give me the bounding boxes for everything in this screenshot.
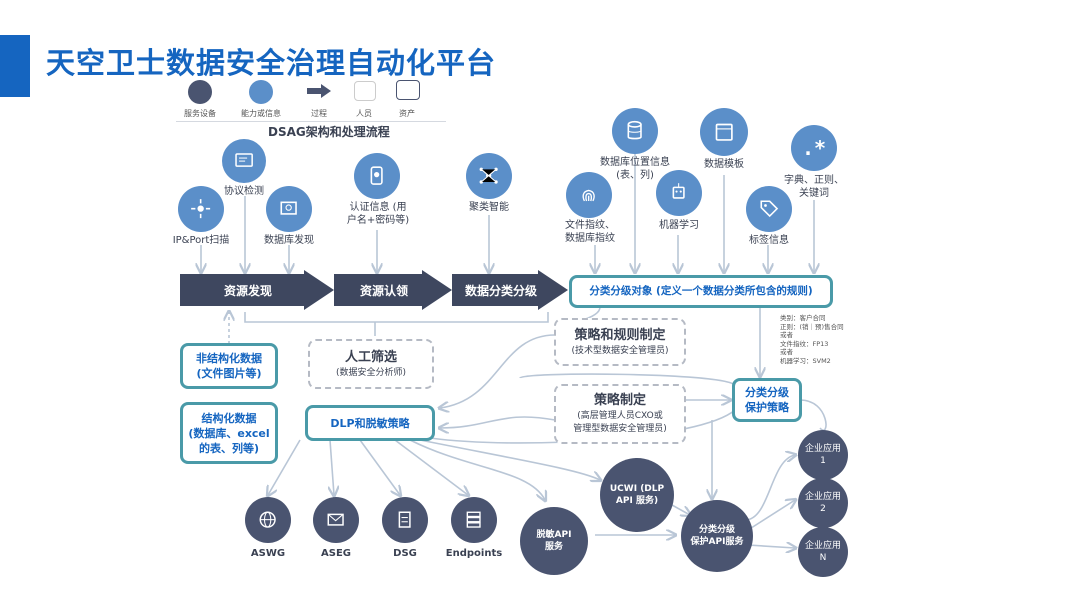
unstructured-data-box: 非结构化数据 (文件图片等) [180, 343, 278, 389]
clustering-label: 聚类智能 [469, 202, 509, 213]
aswg-globe-icon [245, 497, 291, 543]
title-accent-bar [0, 35, 30, 97]
structured-line-1: 结构化数据 [201, 411, 257, 425]
legend-divider [176, 121, 446, 122]
endpoints-label: Endpoints [445, 548, 503, 559]
machine-learning-label: 机器学习 [659, 220, 699, 231]
dictionary-label-2: 关键词 [799, 188, 829, 199]
db-location-label-2: (表、列) [616, 170, 654, 181]
manual-filter-subtitle: (数据安全分析师) [335, 367, 407, 378]
protocol-detect-label: 协议检测 [224, 186, 264, 197]
app-1-line-1: 企业应用 [804, 444, 841, 454]
dictionary-label-1: 字典、正则、 [784, 175, 844, 186]
resource-discovery-step: 资源发现 [180, 270, 334, 310]
app-n-line-1: 企业应用 [804, 541, 841, 551]
legend-label-capability: 能力或信息 [241, 109, 281, 118]
policy-making-subtitle-1: (高层管理人员CXO或 [577, 411, 663, 421]
legend-capability-icon [249, 80, 273, 104]
legend-person-icon [354, 81, 376, 101]
resource-discovery-label: 资源发现 [223, 283, 272, 298]
masking-api-line-2: 服务 [544, 542, 563, 552]
structured-data-box: 结构化数据 (数据库、excel 的表、列等) [180, 402, 278, 464]
legend-label-asset: 资产 [399, 109, 415, 118]
policy-rules-box: 策略和规则制定 (技术型数据安全管理员) [554, 318, 686, 366]
resource-claim-label: 资源认领 [359, 283, 408, 298]
legend-label-person: 人员 [356, 109, 372, 118]
example-rule-note: 类别：客户合同 正则：(销｜预)售合同 或者 文件指纹：FP13 或者 机器学习… [780, 314, 844, 365]
ucwi-line-1: UCWI (DLP [609, 484, 665, 494]
policy-making-box: 策略制定 (高层管理人员CXO或 管理型数据安全管理员) [554, 384, 686, 444]
protection-policy-line-1: 分类分级 [745, 386, 789, 399]
auth-info-label-2: 户名+密码等) [346, 215, 410, 226]
classification-step: 数据分类分级 [452, 270, 568, 310]
policy-rules-title: 策略和规则制定 [574, 327, 666, 343]
ucwi-service: UCWI (DLP API 服务) [600, 458, 674, 532]
legend-asset-icon [396, 80, 420, 100]
classification-object-box: 分类分级对象 (定义一个数据分类所包含的规则) [569, 275, 833, 308]
enterprise-app-2: 企业应用 2 [798, 478, 848, 528]
manual-filter-box: 人工筛选 (数据安全分析师) [308, 339, 434, 389]
ip-scan-icon [178, 186, 224, 232]
db-location-label-1: 数据库位置信息 [600, 157, 670, 168]
enterprise-app-n: 企业应用 N [798, 527, 848, 577]
aseg-label: ASEG [321, 548, 351, 559]
structured-line-2: (数据库、excel [188, 426, 270, 440]
app-2-line-2: 2 [820, 504, 826, 514]
protection-api-service: 分类分级保护API服务 [681, 500, 753, 572]
protection-policy-line-2: 保护策略 [745, 401, 789, 414]
endpoints-server-icon [451, 497, 497, 543]
legend-label-device: 服务设备 [184, 109, 216, 118]
fingerprint-icon [566, 172, 612, 218]
app-n-line-2: N [819, 553, 827, 563]
manual-filter-title: 人工筛选 [344, 349, 397, 365]
dlp-policy-label: DLP和脱敏策略 [330, 416, 410, 430]
data-template-icon [700, 108, 748, 156]
auth-info-label-1: 认证信息 (用 [349, 202, 407, 213]
dictionary-regex-icon: .* [791, 125, 837, 171]
classification-label: 数据分类分级 [464, 283, 537, 298]
enterprise-app-1: 企业应用 1 [798, 430, 848, 480]
protocol-detect-icon [222, 139, 266, 183]
protection-policy-box: 分类分级 保护策略 [732, 378, 802, 422]
legend-label-process: 过程 [311, 109, 327, 118]
machine-learning-icon [656, 170, 702, 216]
classification-object-label: 分类分级对象 (定义一个数据分类所包含的规则) [589, 285, 813, 297]
resource-claim-step: 资源认领 [334, 270, 452, 310]
app-1-line-2: 1 [820, 456, 826, 466]
tag-icon [746, 186, 792, 232]
data-template-label: 数据模板 [704, 159, 744, 170]
ip-scan-label: IP&Port扫描 [172, 235, 230, 246]
ucwi-line-2: API 服务) [615, 496, 659, 506]
clustering-icon [466, 153, 512, 199]
masking-api-service: 脱敏API 服务 [520, 507, 588, 575]
legend-device-icon [188, 80, 212, 104]
fingerprint-label-1: 文件指纹、 [565, 220, 615, 231]
dlp-policy-box: DLP和脱敏策略 [305, 405, 435, 441]
aseg-mail-icon [313, 497, 359, 543]
policy-rules-subtitle: (技术型数据安全管理员) [571, 345, 669, 356]
dsg-label: DSG [393, 548, 417, 559]
unstructured-line-1: 非结构化数据 [196, 352, 262, 365]
db-location-icon [612, 108, 658, 154]
fingerprint-label-2: 数据库指纹 [565, 233, 615, 244]
masking-api-line-1: 脱敏API [536, 530, 572, 540]
db-discovery-icon [266, 186, 312, 232]
db-discovery-label: 数据库发现 [264, 235, 314, 246]
diagram-title: DSAG架构和处理流程 [268, 125, 390, 139]
page-title: 天空卫士数据安全治理自动化平台 [46, 46, 497, 80]
unstructured-line-2: (文件图片等) [196, 367, 262, 380]
tag-label: 标签信息 [749, 235, 789, 246]
structured-line-3: 的表、列等) [198, 441, 260, 455]
aswg-label: ASWG [250, 548, 286, 559]
app-2-line-1: 企业应用 [804, 492, 841, 502]
protection-api-line-1: 分类分级 [698, 525, 735, 535]
policy-making-title: 策略制定 [593, 393, 646, 408]
dsg-db-icon [382, 497, 428, 543]
policy-making-subtitle-2: 管理型数据安全管理员) [573, 424, 667, 434]
legend-process-icon [307, 84, 331, 98]
auth-info-icon [354, 153, 400, 199]
protection-api-line-2: 保护API服务 [690, 537, 744, 547]
